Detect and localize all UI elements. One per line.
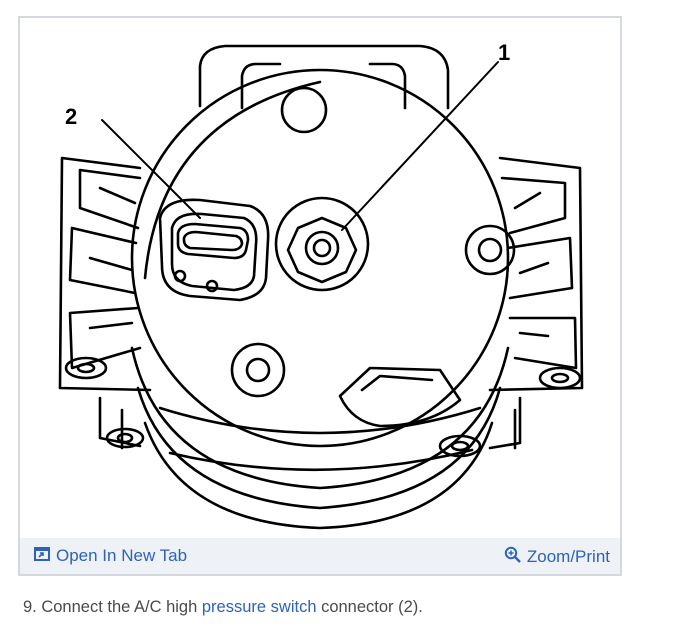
external-tab-icon — [34, 546, 50, 566]
step-caption: 9. Connect the A/C high pressure switch … — [23, 598, 423, 617]
pressure-switch-link[interactable]: pressure switch — [201, 598, 317, 616]
compressor-diagram: 2 1 — [20, 18, 620, 538]
open-in-new-tab-label: Open In New Tab — [56, 546, 188, 565]
open-in-new-tab-link[interactable]: Open In New Tab — [34, 546, 187, 566]
figure-frame: 2 1 Open In New Tab Zoom/ — [18, 16, 622, 576]
magnifier-icon — [504, 546, 521, 568]
zoom-print-label: Zoom/Print — [526, 547, 610, 566]
callout-1-label: 1 — [498, 40, 510, 65]
zoom-print-link[interactable]: Zoom/Print — [504, 546, 610, 568]
figure-toolbar: Open In New Tab Zoom/Print — [20, 538, 620, 574]
callout-2-label: 2 — [65, 104, 77, 129]
caption-prefix: 9. Connect the A/C high — [23, 598, 202, 616]
compressor-illustration: 2 1 — [58, 40, 584, 530]
caption-suffix: connector (2). — [316, 598, 423, 616]
